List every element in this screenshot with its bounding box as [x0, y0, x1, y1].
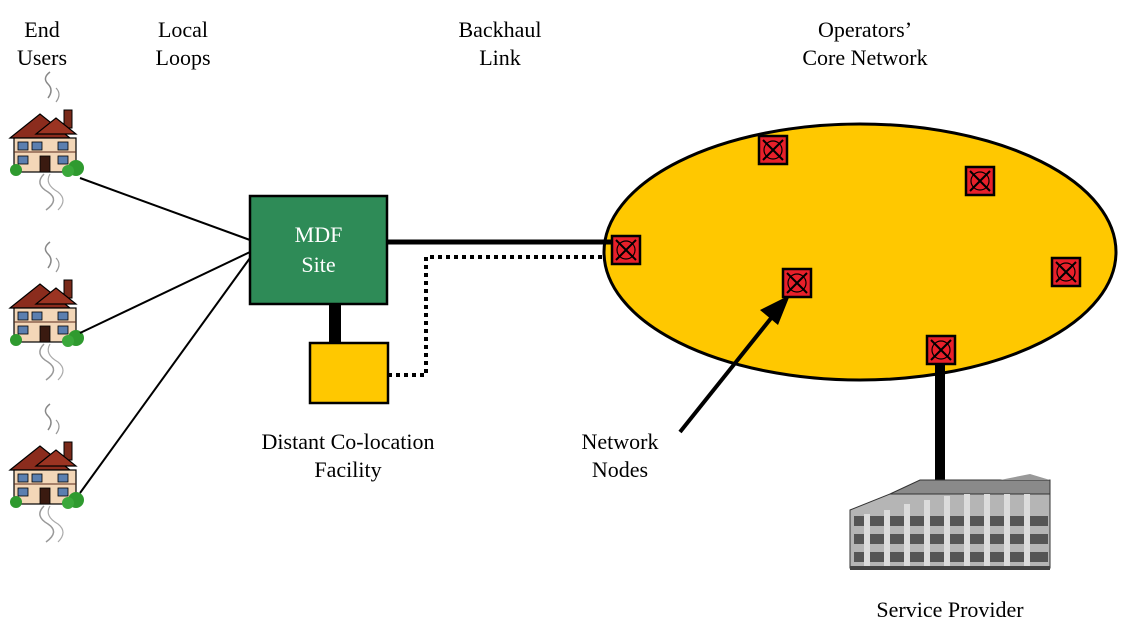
backhaul-link-line2: Link	[479, 45, 521, 70]
arrowhead	[760, 295, 790, 325]
mdf-site-box	[248, 194, 389, 306]
network-node-icon	[610, 234, 642, 266]
colocation-box	[308, 341, 390, 405]
backhaul-link-label: Backhaul Link	[430, 16, 570, 72]
dotted-backhaul-link	[388, 255, 612, 377]
network-node-icon	[1050, 256, 1082, 288]
backhaul-link-line1: Backhaul	[458, 17, 542, 42]
network-node-icon	[781, 267, 813, 299]
house-icon	[9, 403, 85, 543]
nodes-pointer-arrow	[678, 310, 778, 434]
network-node-icon	[757, 134, 789, 166]
end-users-label: End Users	[2, 16, 82, 72]
end-users-line2: Users	[16, 45, 68, 70]
network-node-icon	[925, 334, 957, 366]
office-building-icon	[849, 474, 1051, 570]
core-network-label: Operators’ Core Network	[770, 16, 960, 72]
colocation-label: Distant Co-location Facility	[228, 428, 468, 484]
house-icon	[9, 241, 85, 381]
local-loop-line	[79, 251, 251, 334]
service-provider-link	[935, 362, 945, 502]
colocation-line2: Facility	[314, 457, 382, 482]
service-provider-label: Service Provider	[876, 597, 1024, 622]
mdf-site-line2: Site	[301, 252, 336, 277]
mdf-colocation-link	[329, 304, 341, 344]
network-nodes-line1: Network	[581, 429, 659, 454]
house-icon	[9, 71, 85, 211]
network-nodes-label: Network Nodes	[560, 428, 680, 484]
local-loop-line	[79, 177, 251, 241]
network-node-icon	[964, 165, 996, 197]
core-network-line2: Core Network	[802, 45, 928, 70]
core-network-ellipse	[602, 122, 1118, 382]
mdf-site-line1: MDF	[294, 222, 343, 247]
local-loops-line2: Loops	[155, 45, 211, 70]
local-loops-label: Local Loops	[138, 16, 228, 72]
mdf-site-label: MDF Site	[250, 220, 387, 280]
core-network-line1: Operators’	[817, 17, 913, 42]
local-loop-line	[79, 257, 251, 494]
end-users-line1: End	[24, 17, 60, 42]
network-nodes-line2: Nodes	[591, 457, 649, 482]
local-loops-line1: Local	[157, 17, 209, 42]
colocation-line1: Distant Co-location	[261, 429, 435, 454]
